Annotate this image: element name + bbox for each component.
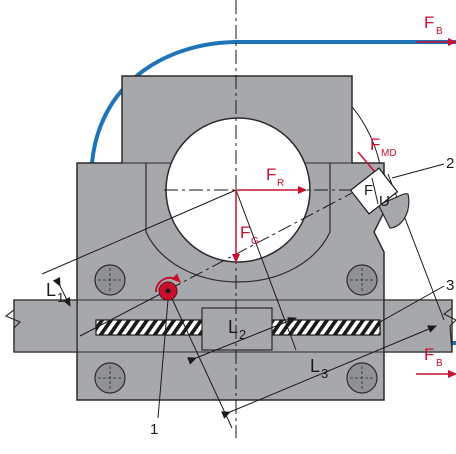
fmd-sub: MD: [381, 148, 397, 159]
extension-line: [41, 189, 237, 275]
break-line-icon: [4, 300, 22, 352]
l2-label: L: [228, 317, 238, 337]
fg-label: F: [240, 223, 250, 242]
l2-sub: 2: [239, 327, 246, 342]
l1-dimension-line: [52, 277, 71, 307]
bolt-icon: [346, 362, 378, 394]
callout-2: 2: [446, 155, 454, 172]
l1-label: L: [46, 280, 56, 300]
callout-2-leader: [391, 163, 445, 179]
l3-label: L: [310, 356, 320, 376]
bolt-icon: [94, 264, 126, 296]
fb-top-sub: B: [436, 26, 443, 37]
l3-sub: 3: [321, 366, 328, 381]
diagonal-centerline: [167, 173, 389, 291]
belt-line: [90, 40, 456, 164]
fr-sub: R: [277, 178, 284, 189]
sensor-f-label: F: [364, 182, 373, 199]
fb-top-label: F: [424, 13, 434, 32]
fr-label: F: [266, 165, 276, 184]
fb-bottom-sub: B: [436, 358, 443, 369]
base-plate-left: [13, 299, 78, 353]
callout-3-leader: [379, 285, 445, 323]
callout-1: 1: [150, 421, 158, 438]
sensor-u-label: U: [379, 193, 390, 210]
fmd-label: F: [370, 135, 380, 154]
rotation-arrow-icon: [154, 273, 181, 293]
fb-bottom-label: F: [424, 345, 434, 364]
extension-line: [387, 173, 445, 321]
extension-line: [79, 289, 169, 337]
callout-1-leader: [157, 299, 169, 419]
break-line-icon: [442, 300, 456, 353]
fg-sub: G: [251, 236, 259, 247]
l3-dimension-line: [221, 325, 437, 419]
force-sensor-icon: [349, 167, 410, 229]
bearing-seat: [145, 163, 331, 283]
bolt-icon: [346, 264, 378, 296]
pivot-icon: [158, 281, 178, 301]
base-plate-right: [383, 299, 453, 353]
bolt-icon: [94, 362, 126, 394]
callout-3: 3: [446, 277, 454, 294]
l1-sub: 1: [57, 290, 64, 305]
